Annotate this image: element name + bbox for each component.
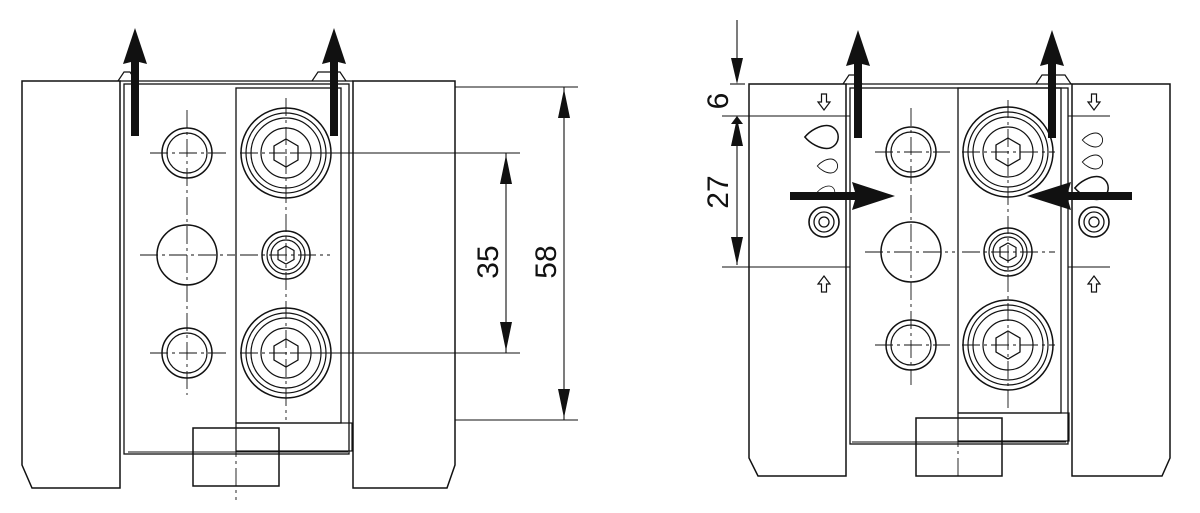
- lubrication-marks-left: [804, 124, 839, 199]
- right-dimensions: [722, 20, 1110, 268]
- up-arrow-icon: [123, 28, 147, 136]
- push-arrow-left-icon: [1027, 182, 1132, 210]
- left-centerlines: [140, 98, 330, 500]
- right-holes: [880, 106, 1054, 391]
- left-holes: [156, 107, 332, 399]
- small-arrow-up-icon: [817, 275, 831, 293]
- dimension-label-27: 27: [702, 175, 735, 208]
- droplet-icon: [804, 124, 839, 150]
- push-arrow-right-icon: [790, 182, 895, 210]
- small-arrow-up-icon: [1087, 275, 1101, 293]
- slide-body: [123, 83, 350, 455]
- dimension-label-58: 58: [530, 245, 563, 278]
- right-jaw: [1071, 83, 1171, 477]
- lubrication-marks-right: [1074, 132, 1109, 201]
- up-arrow-icon: [322, 28, 346, 136]
- center-bore: [880, 221, 942, 283]
- dimension-label-35: 35: [472, 245, 505, 278]
- stop-block: [915, 417, 1003, 477]
- side-screw-icon: [808, 206, 840, 238]
- small-arrow-down-icon: [1087, 93, 1101, 111]
- right-jaw: [352, 80, 456, 489]
- right-view: [748, 74, 1171, 477]
- droplet-icon: [1081, 154, 1104, 170]
- right-centerlines: [865, 100, 1055, 480]
- center-bore: [156, 224, 218, 286]
- droplet-icon: [816, 158, 839, 174]
- dimension-label-6: 6: [702, 93, 735, 110]
- left-view: [21, 71, 456, 489]
- slide-body: [849, 87, 1069, 445]
- left-jaw: [21, 80, 121, 489]
- left-jaw: [748, 83, 847, 477]
- droplet-icon: [1081, 132, 1104, 148]
- small-arrow-down-icon: [817, 93, 831, 111]
- side-screw-icon: [1078, 206, 1110, 238]
- left-dimensions: [290, 86, 578, 421]
